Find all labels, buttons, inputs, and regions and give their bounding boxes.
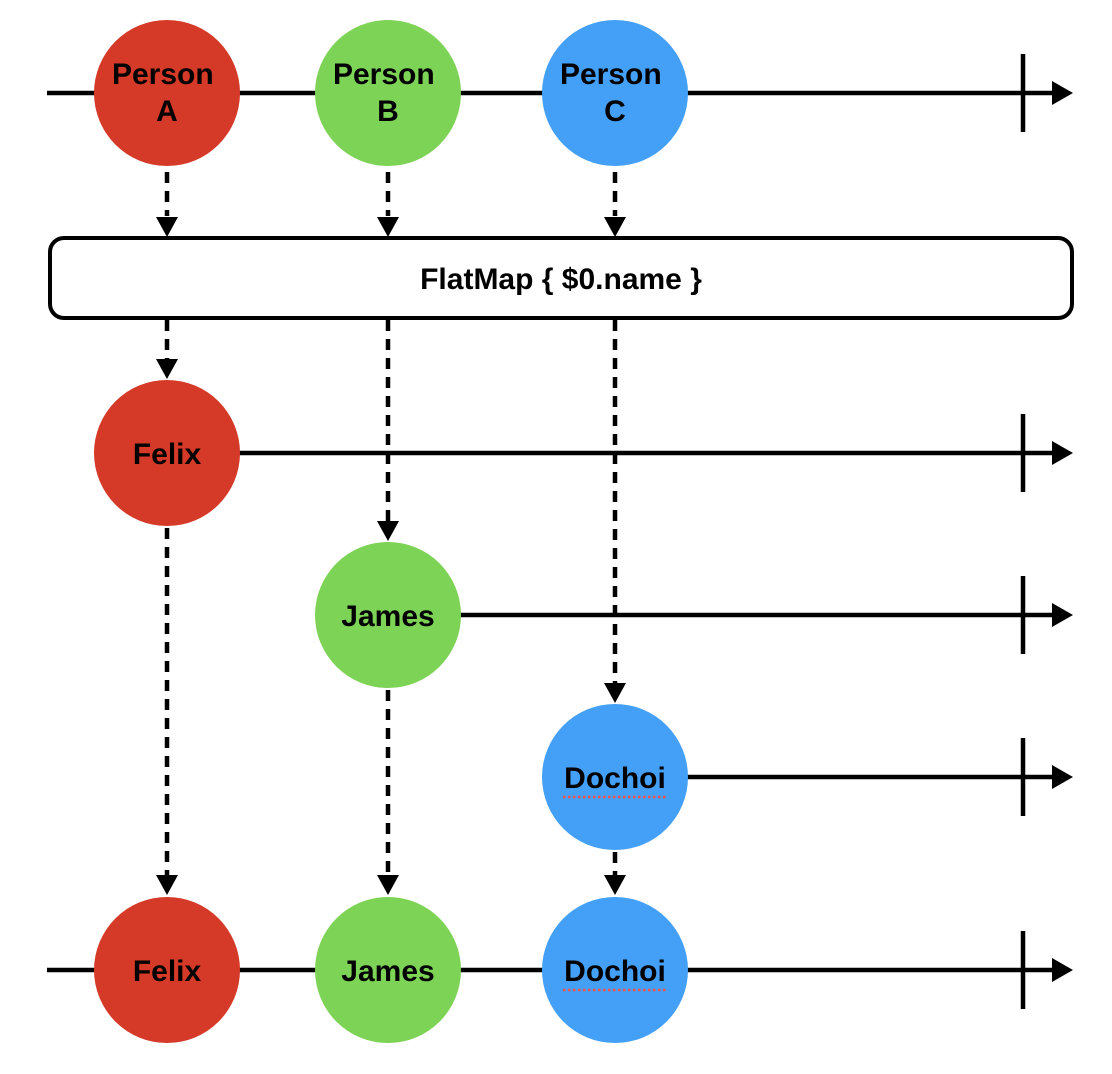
inner-timeline-felix bbox=[239, 414, 1073, 492]
dashed-arrow-person-a-to-operator bbox=[156, 172, 178, 237]
dashed-arrow-operator-to-felix bbox=[156, 320, 178, 379]
event-person-a: Person A bbox=[94, 20, 240, 166]
event-output-dochoi-circle bbox=[542, 897, 688, 1043]
inner-timeline-dochoi bbox=[687, 738, 1073, 816]
dashed-arrow-person-c-to-operator bbox=[604, 172, 626, 237]
event-output-felix-circle bbox=[94, 897, 240, 1043]
event-output-felix: Felix bbox=[94, 897, 240, 1043]
event-output-dochoi-label: Dochoi bbox=[564, 955, 666, 988]
event-person-b-label: Person B bbox=[333, 58, 443, 128]
dashed-arrow-operator-to-dochoi bbox=[604, 320, 626, 703]
event-inner-felix-label: Felix bbox=[133, 438, 202, 471]
down-arrowhead-icon bbox=[156, 359, 178, 379]
event-inner-james-circle bbox=[315, 542, 461, 688]
operator-label: FlatMap { $0.name } bbox=[420, 263, 702, 296]
inner-timeline-james-arrowhead-icon bbox=[1052, 603, 1073, 627]
event-person-b-circle bbox=[315, 20, 461, 166]
event-person-c-circle bbox=[542, 20, 688, 166]
event-inner-james-label: James bbox=[341, 600, 434, 633]
event-output-james: James bbox=[315, 897, 461, 1043]
event-person-a-label: Person A bbox=[112, 58, 222, 128]
event-inner-dochoi-circle bbox=[542, 704, 688, 850]
dashed-arrow-felix-to-output bbox=[156, 528, 178, 895]
down-arrowhead-icon bbox=[604, 875, 626, 895]
event-output-felix-label: Felix bbox=[133, 955, 202, 988]
event-output-dochoi: Dochoi bbox=[542, 897, 688, 1043]
down-arrowhead-icon bbox=[604, 217, 626, 237]
down-arrowhead-icon bbox=[156, 875, 178, 895]
event-inner-felix: Felix bbox=[94, 380, 240, 526]
event-output-james-label: James bbox=[341, 955, 434, 988]
inner-timeline-felix-arrowhead-icon bbox=[1052, 441, 1073, 465]
dashed-arrow-james-to-output bbox=[377, 690, 399, 895]
event-inner-dochoi: Dochoi bbox=[542, 704, 688, 850]
down-arrowhead-icon bbox=[377, 217, 399, 237]
dashed-arrow-dochoi-to-output bbox=[604, 852, 626, 895]
down-arrowhead-icon bbox=[156, 217, 178, 237]
source-timeline-arrowhead-icon bbox=[1052, 81, 1073, 105]
dashed-arrow-person-b-to-operator bbox=[377, 172, 399, 237]
event-person-c: Person C bbox=[542, 20, 688, 166]
event-inner-felix-circle bbox=[94, 380, 240, 526]
down-arrowhead-icon bbox=[604, 683, 626, 703]
event-inner-dochoi-label: Dochoi bbox=[564, 762, 666, 795]
event-inner-james: James bbox=[315, 542, 461, 688]
output-timeline-arrowhead-icon bbox=[1052, 958, 1073, 982]
event-person-a-circle bbox=[94, 20, 240, 166]
down-arrowhead-icon bbox=[377, 875, 399, 895]
operator-box-outline bbox=[48, 236, 1074, 320]
inner-timeline-james bbox=[460, 576, 1073, 654]
event-output-james-circle bbox=[315, 897, 461, 1043]
dashed-arrow-operator-to-james bbox=[377, 320, 399, 541]
inner-timeline-dochoi-arrowhead-icon bbox=[1052, 765, 1073, 789]
event-person-b: Person B bbox=[315, 20, 461, 166]
down-arrowhead-icon bbox=[377, 521, 399, 541]
flatmap-operator-box: FlatMap { $0.name } bbox=[48, 236, 1074, 320]
event-person-c-label: Person C bbox=[560, 58, 670, 128]
